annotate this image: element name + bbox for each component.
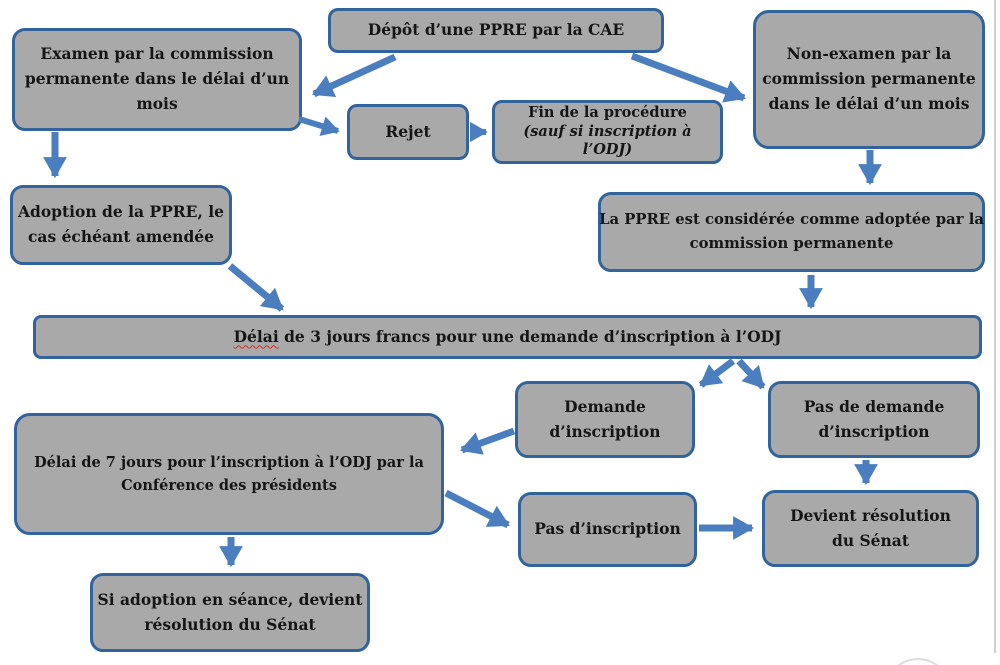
node-label: Pas d’inscription <box>534 519 681 539</box>
node-label-line: du Sénat <box>831 530 910 550</box>
node-ppre-consideree-adoptee: La PPRE est considérée comme adoptée par… <box>598 192 985 272</box>
node-fin-procedure: Fin de la procédure (sauf si inscription… <box>492 100 723 164</box>
node-adoption-ppre: Adoption de la PPRE, le cas échéant amen… <box>10 185 232 265</box>
node-label-line: Pas de demande <box>803 396 945 416</box>
misspelled-word: Délai <box>233 326 279 346</box>
node-label-line: Conférence des présidents <box>121 477 337 494</box>
node-label-line: mois <box>136 93 178 113</box>
node-delai-3-jours: Délai de 3 jours francs pour une demande… <box>33 315 982 359</box>
arrow-adoption-to-delai3 <box>227 263 285 312</box>
node-label-line: Délai de 7 jours pour l’inscription à l’… <box>34 453 424 471</box>
arrow-demande-to-delai7 <box>460 427 516 455</box>
node-label-line: Demande <box>564 396 646 416</box>
node-pas-inscription: Pas d’inscription <box>518 492 697 567</box>
faint-corner-circle <box>885 658 951 665</box>
arrow-delai3-to-pas-demande <box>736 358 766 390</box>
node-label-line: Adoption de la PPRE, le <box>17 202 225 222</box>
arrow-depot-to-non-examen <box>630 52 746 103</box>
node-label-rest: de 3 jours francs pour une demande d’ins… <box>278 326 782 346</box>
node-label: Dépôt d’une PPRE par la CAE <box>367 20 625 40</box>
node-label-line: Si adoption en séance, devient <box>97 589 363 609</box>
node-devient-resolution: Devient résolution du Sénat <box>762 490 979 567</box>
node-label-line: d’inscription <box>818 421 930 441</box>
node-si-adoption-seance: Si adoption en séance, devient résolutio… <box>90 573 370 652</box>
node-label-line: Examen par la commission <box>40 44 274 64</box>
node-label: Rejet <box>385 121 431 141</box>
node-label-line: d’inscription <box>549 421 661 441</box>
node-subtitle-line: (sauf si inscription à <box>523 122 692 140</box>
node-label-line: La PPRE est considérée comme adoptée par… <box>599 211 984 229</box>
node-rejet: Rejet <box>347 104 469 160</box>
node-label-line: commission permanente <box>762 69 976 89</box>
node-depot-ppre: Dépôt d’une PPRE par la CAE <box>328 8 664 53</box>
node-label-line: commission permanente <box>689 235 894 252</box>
node-label-line: résolution du Sénat <box>144 614 316 634</box>
node-non-examen-commission: Non-examen par la commission permanente … <box>753 10 985 149</box>
node-label: Délai de 3 jours francs pour une demande… <box>233 326 782 347</box>
node-delai-7-jours: Délai de 7 jours pour l’inscription à l’… <box>14 413 444 535</box>
node-label-line: Devient résolution <box>790 505 951 525</box>
node-label-line: dans le délai d’un mois <box>768 93 970 113</box>
node-subtitle-line: l’ODJ) <box>582 141 633 159</box>
arrow-delai3-to-demande <box>698 358 736 388</box>
node-pas-de-demande-inscription: Pas de demande d’inscription <box>768 381 980 458</box>
arrow-examen-to-rejet <box>298 116 340 136</box>
node-title: Fin de la procédure <box>528 103 687 121</box>
node-demande-inscription: Demande d’inscription <box>515 381 695 458</box>
page-edge-line <box>994 0 996 653</box>
node-label-line: Non-examen par la <box>786 44 952 64</box>
arrow-depot-to-examen <box>312 53 397 98</box>
node-examen-commission: Examen par la commission permanente dans… <box>12 28 302 131</box>
arrow-delai7-to-pas-inscription <box>444 489 510 529</box>
node-label-line: permanente dans le délai d’un <box>24 69 290 89</box>
node-label-line: cas échéant amendée <box>27 227 215 246</box>
